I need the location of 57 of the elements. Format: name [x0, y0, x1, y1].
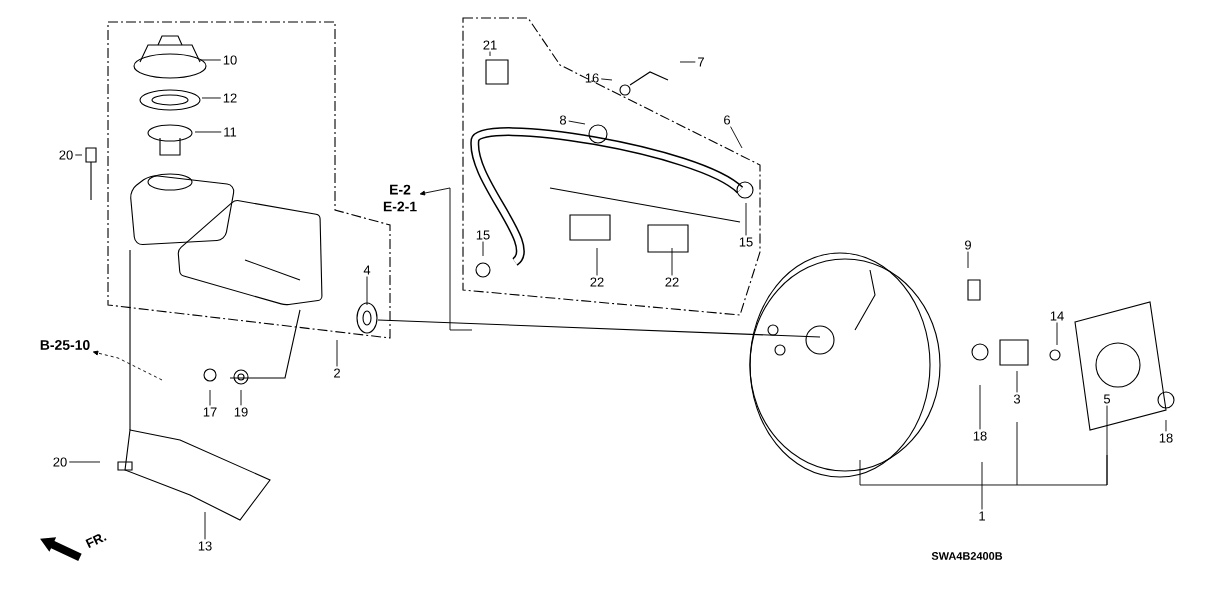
leader-line	[568, 120, 586, 125]
reference-arrow	[419, 187, 473, 331]
leader-line	[74, 154, 83, 156]
leader-line	[1056, 322, 1058, 346]
callout-number: 15	[476, 230, 490, 240]
leader-line	[194, 131, 222, 133]
leader-line	[68, 461, 101, 463]
callout-number: 6	[724, 115, 731, 125]
leader-line	[859, 421, 1108, 510]
leader-line	[482, 241, 484, 257]
callout-number: 5	[1103, 394, 1111, 404]
leader-line	[1165, 419, 1167, 432]
callout-number: 19	[234, 407, 248, 417]
reference-label: B-25-10	[40, 340, 90, 350]
leader-line	[600, 78, 613, 81]
leader-line	[201, 97, 222, 99]
callout-number: 9	[965, 240, 971, 250]
callout-number: 22	[665, 277, 679, 287]
callout-number: 10	[223, 55, 237, 65]
reference-arrow	[92, 350, 163, 381]
leader-line	[1016, 370, 1018, 393]
leader-line	[745, 202, 747, 236]
leader-line	[596, 247, 598, 276]
callout-number: 20	[53, 457, 67, 467]
leader-line	[209, 389, 211, 406]
callout-number: 3	[1013, 394, 1021, 404]
callout-number: 15	[739, 237, 753, 247]
drawing-code: SWA4B2400B	[931, 552, 1003, 560]
callout-number: 11	[224, 127, 237, 137]
reference-label: E-2 E-2-1	[383, 184, 417, 212]
callout-number: 18	[973, 431, 987, 441]
callout-number: 1	[979, 511, 985, 521]
callout-number: 8	[559, 115, 567, 125]
callout-number: 16	[585, 73, 599, 83]
callout-number: 2	[334, 368, 340, 378]
leader-line	[730, 126, 743, 149]
leader-line	[671, 247, 673, 276]
callout-number: 21	[483, 40, 497, 50]
leader-line	[979, 384, 981, 430]
leader-line	[240, 389, 242, 406]
callout-number: 18	[1159, 433, 1173, 443]
callout-number: 12	[223, 93, 237, 103]
leader-line	[679, 61, 696, 63]
callout-number: 20	[59, 150, 73, 160]
direction-label: FR.	[85, 534, 107, 549]
callout-number: 17	[203, 407, 217, 417]
callout-number: 4	[363, 265, 371, 275]
callout-number: 14	[1050, 311, 1064, 321]
callout-number: 22	[590, 277, 604, 287]
callout-number: 7	[698, 57, 704, 67]
leader-line	[967, 251, 969, 269]
leader-line	[199, 59, 222, 61]
callout-number: 13	[198, 541, 212, 551]
leader-line	[336, 339, 338, 367]
leader-line	[366, 276, 368, 306]
leader-line	[489, 51, 491, 57]
leader-line	[204, 511, 206, 540]
